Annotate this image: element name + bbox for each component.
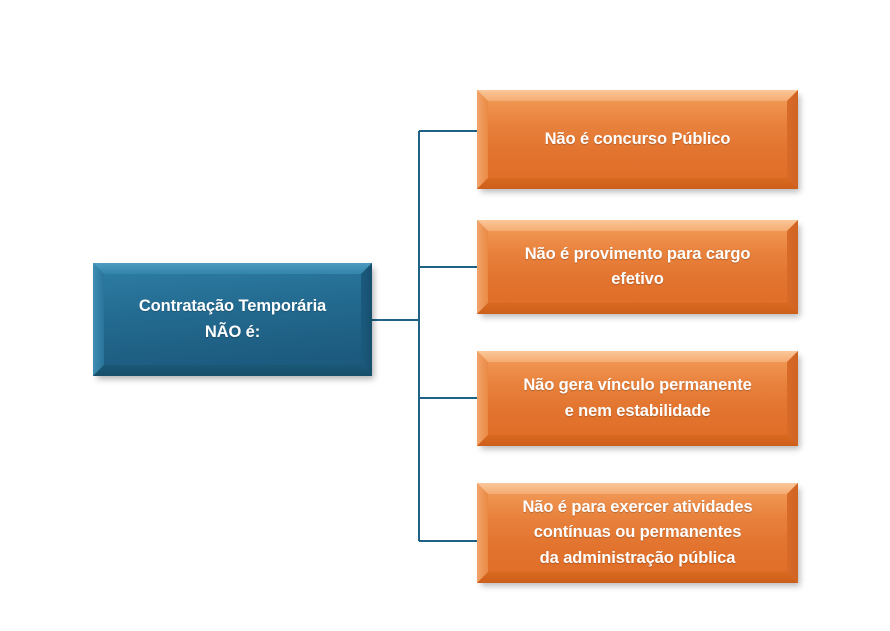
branch-node-label: Não é provimento para cargo efetivo (477, 242, 798, 292)
bevel-top-face (93, 263, 372, 274)
branch-node-label-line-2: contínuas ou permanentes (533, 523, 742, 542)
root-node-contratacao-temporaria[interactable]: Contratação Temporária NÃO é: (93, 263, 372, 376)
branch-node-label-line-1: Não gera vínculo permanente (523, 376, 752, 395)
bevel-bottom-face (477, 303, 798, 314)
root-node-label: Contratação Temporária NÃO é: (93, 294, 372, 344)
branch-node-label-line-1: Não é para exercer atividades (522, 498, 753, 517)
branch-node-label-line-3: da administração pública (539, 548, 736, 567)
branch-node-nao-e-para-exercer-atividades-continuas[interactable]: Não é para exercer atividades contínuas … (477, 483, 798, 583)
bevel-bottom-face (477, 572, 798, 583)
bevel-top-face (477, 90, 798, 101)
branch-node-label: Não gera vínculo permanente e nem estabi… (477, 373, 798, 423)
bevel-right-face (787, 90, 798, 189)
branch-node-label-line-1: Não é concurso Público (544, 129, 731, 148)
bevel-top-face (477, 483, 798, 494)
bevel-right-face (787, 220, 798, 314)
bevel-left-face (477, 220, 488, 314)
bevel-top-face (477, 220, 798, 231)
bevel-left-face (477, 351, 488, 446)
bevel-right-face (361, 263, 372, 376)
bevel-right-face (787, 483, 798, 583)
bevel-bottom-face (93, 365, 372, 376)
bevel-left-face (477, 483, 488, 583)
bevel-top-face (477, 351, 798, 362)
branch-node-nao-e-provimento-para-cargo-efetivo[interactable]: Não é provimento para cargo efetivo (477, 220, 798, 314)
branch-node-nao-gera-vinculo-permanente[interactable]: Não gera vínculo permanente e nem estabi… (477, 351, 798, 446)
branch-node-label-line-1: Não é provimento para cargo (524, 244, 751, 263)
branch-node-label: Não é concurso Público (477, 127, 798, 152)
root-node-label-line-1: Contratação Temporária (138, 297, 327, 316)
branch-node-label: Não é para exercer atividades contínuas … (477, 495, 798, 570)
root-node-label-line-2: NÃO é: (204, 322, 261, 341)
bevel-bottom-face (477, 435, 798, 446)
branch-node-nao-e-concurso-publico[interactable]: Não é concurso Público (477, 90, 798, 189)
bevel-left-face (93, 263, 104, 376)
branch-node-label-line-2: e nem estabilidade (564, 401, 711, 420)
branch-node-label-line-2: efetivo (611, 270, 664, 288)
bevel-bottom-face (477, 178, 798, 189)
bevel-right-face (787, 351, 798, 446)
bevel-left-face (477, 90, 488, 189)
